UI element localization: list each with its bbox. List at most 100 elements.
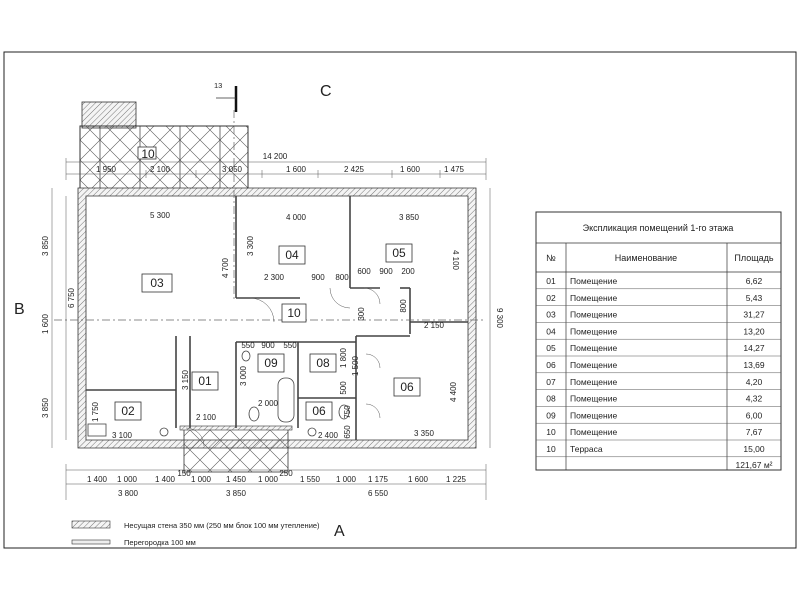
dim-3150: 3 150 (181, 369, 190, 390)
table-cell-name: Помещение (570, 394, 617, 404)
dim-300: 300 (357, 307, 366, 321)
table-header-area: Площадь (734, 253, 773, 263)
dim-3000: 3 000 (239, 365, 248, 386)
dim-4700: 4 700 (221, 257, 230, 278)
table-cell-name: Помещение (570, 293, 617, 303)
room-label-08: 08 (316, 356, 330, 370)
sheet-frame (3, 51, 797, 549)
room-label-07: 06 (312, 404, 326, 418)
dim-overall-right: 9 300 (495, 308, 504, 329)
table-cell-area: 7,67 (746, 427, 763, 437)
dim-600: 600 (357, 267, 371, 276)
section-mark: 13 (214, 81, 238, 112)
dim-4100: 4 100 (451, 250, 460, 271)
table-cell-area: 5,43 (746, 293, 763, 303)
dim-top-6: 1 600 (400, 165, 421, 174)
dim-bottom-6: 1 000 (258, 475, 279, 484)
section-mark-label: 13 (214, 81, 222, 90)
dim-bottom-overall-2: 3 850 (226, 489, 247, 498)
dim-3100: 3 100 (112, 431, 133, 440)
table-cell-area: 14,27 (743, 343, 765, 353)
table-total: 121,67 м² (735, 460, 772, 470)
dim-top-7: 1 475 (444, 165, 465, 174)
dim-200: 200 (401, 267, 415, 276)
room-schedule-table: Экспликация помещений 1-го этажа № Наиме… (535, 211, 782, 471)
table-cell-name: Терраса (570, 444, 603, 454)
dim-left-2: 1 600 (41, 313, 50, 334)
table-cell-num: 05 (546, 343, 556, 353)
dim-3350: 3 350 (414, 429, 435, 438)
dim-bottom-10: 1 600 (408, 475, 429, 484)
interior-partitions (86, 196, 468, 447)
dim-2400: 2 400 (318, 431, 339, 440)
dim-overall-top: 14 200 (263, 152, 288, 161)
dim-bottom-small-1: 150 (177, 469, 191, 478)
table-header-num: № (546, 253, 556, 263)
dim-top-1: 1 950 (96, 165, 117, 174)
dim-bottom-small-2: 250 (279, 469, 293, 478)
dim-4400: 4 400 (449, 381, 458, 402)
axis-lines (54, 110, 486, 321)
room-labels: 03 04 05 10 01 02 09 08 06 06 10 (114, 147, 421, 421)
table-header-name: Наименование (615, 253, 677, 263)
dim-2000: 2 000 (258, 399, 279, 408)
exterior-walls (77, 187, 477, 449)
room-label-05: 05 (392, 246, 406, 260)
dim-bottom-overall-1: 3 800 (118, 489, 139, 498)
dim-2100: 2 100 (196, 413, 217, 422)
dimension-right: 9 300 (489, 188, 504, 448)
dim-bottom-5: 1 450 (226, 475, 247, 484)
table-cell-name: Помещение (570, 427, 617, 437)
dim-bottom-8: 1 000 (336, 475, 357, 484)
room-label-10: 10 (287, 306, 301, 320)
dim-bottom-4: 1 000 (191, 475, 212, 484)
table-cell-area: 6,00 (746, 410, 763, 420)
table-cell-num: 10 (546, 444, 556, 454)
table-cell-area: 13,69 (743, 360, 765, 370)
room-label-02: 02 (121, 404, 135, 418)
room-label-03: 03 (150, 276, 164, 290)
dim-top-5: 2 425 (344, 165, 365, 174)
dim-5300: 5 300 (150, 211, 171, 220)
table-cell-num: 08 (546, 394, 556, 404)
table-cell-name: Помещение (570, 377, 617, 387)
room-label-09: 09 (264, 356, 278, 370)
dimension-bottom: 150 250 1 400 1 000 1 400 1 000 1 450 1 … (65, 464, 487, 500)
table-cell-num: 09 (546, 410, 556, 420)
room-label-06: 06 (400, 380, 414, 394)
dim-bottom-overall-3: 6 550 (368, 489, 389, 498)
table-cell-num: 06 (546, 360, 556, 370)
axis-label-c: C (320, 83, 332, 100)
room-label-10-terrace: 10 (141, 147, 155, 161)
dim-2150: 2 150 (424, 321, 445, 330)
dim-750: 750 (343, 405, 352, 419)
table-cell-name: Помещение (570, 360, 617, 370)
room-label-01: 01 (198, 374, 212, 388)
table-cell-area: 15,00 (743, 444, 765, 454)
dim-bottom-11: 1 225 (446, 475, 467, 484)
table-cell-name: Помещение (570, 326, 617, 336)
dim-2300: 2 300 (264, 273, 285, 282)
porch-structure (79, 101, 249, 191)
legend-label-partition: Перегородка 100 мм (124, 538, 196, 547)
dim-top-3: 3 050 (222, 165, 243, 174)
dimension-left: 3 850 1 600 3 850 6 750 1 750 (41, 188, 100, 448)
table-cell-area: 4,20 (746, 377, 763, 387)
dim-500: 500 (339, 381, 348, 395)
axis-label-a: A (334, 523, 345, 540)
legend-swatch-load-bearing-wall (71, 520, 111, 529)
table-cell-name: Помещение (570, 276, 617, 286)
table-cell-name: Помещение (570, 343, 617, 353)
table-cell-area: 31,27 (743, 310, 765, 320)
dim-3850: 3 850 (399, 213, 420, 222)
table-cell-area: 13,20 (743, 326, 765, 336)
dim-900b: 900 (379, 267, 393, 276)
dim-900a: 900 (311, 273, 325, 282)
dim-650: 650 (343, 425, 352, 439)
dim-800a: 800 (335, 273, 349, 282)
table-cell-area: 4,32 (746, 394, 763, 404)
dim-bottom-2: 1 000 (117, 475, 138, 484)
table-cell-num: 03 (546, 310, 556, 320)
